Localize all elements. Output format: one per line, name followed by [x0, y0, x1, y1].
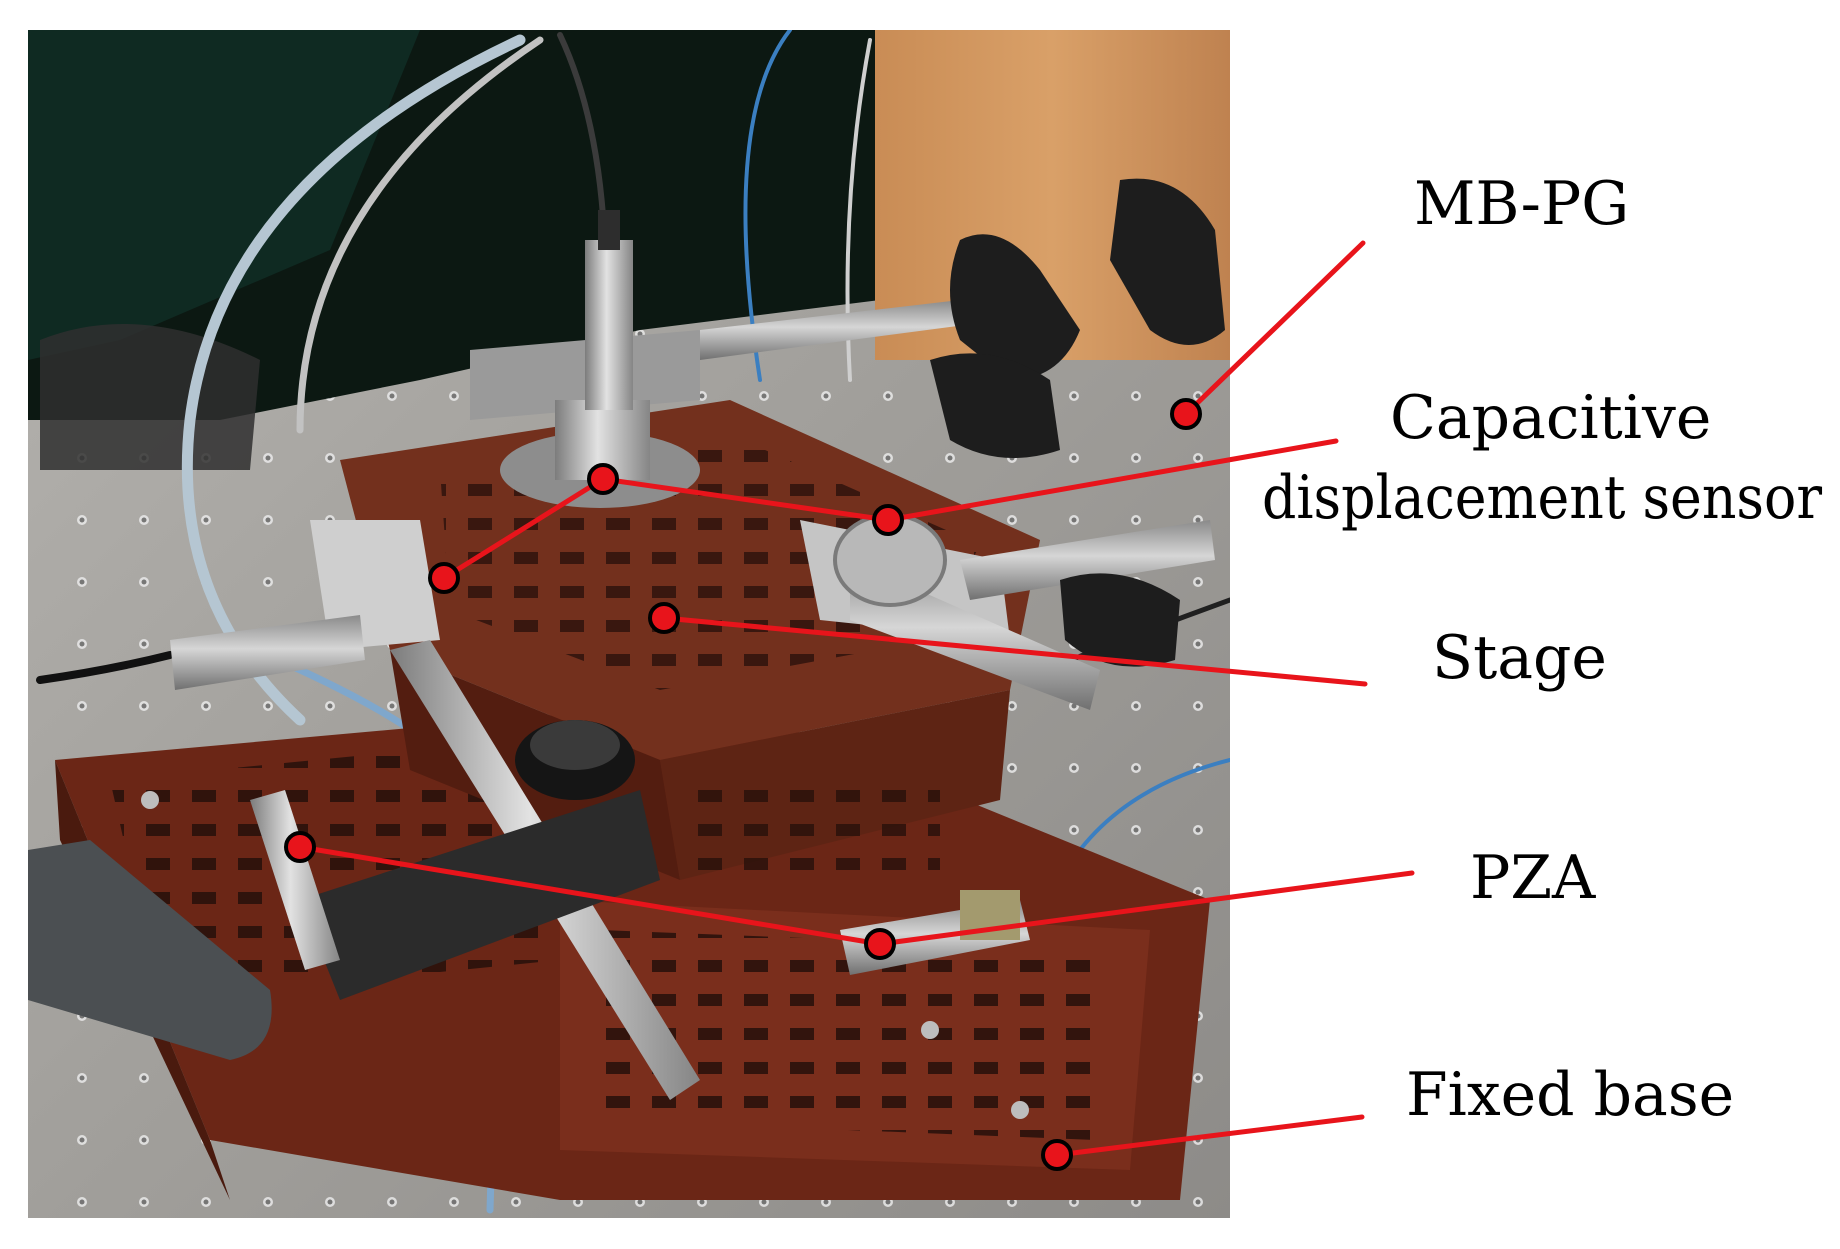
- leader-capacitive-b: [600, 476, 891, 523]
- label-fixed-base: Fixed base: [1406, 1060, 1734, 1130]
- leader-mbpg: [1183, 240, 1366, 417]
- marker-capacitive-top: [587, 463, 619, 495]
- dark-handle: [28, 840, 272, 1060]
- label-capacitive-line2: displacement sensor: [1262, 463, 1822, 533]
- marker-pza-right: [864, 928, 896, 960]
- leader-pza-a: [297, 844, 883, 947]
- marker-pza-left: [284, 831, 316, 863]
- marker-capacitive-side: [428, 562, 460, 594]
- labels: MB-PG Capacitive displacement sensor Sta…: [1262, 169, 1822, 1130]
- black-clamps: [515, 178, 1225, 800]
- label-mbpg: MB-PG: [1414, 169, 1629, 239]
- leader-fixed-base: [1054, 1114, 1365, 1158]
- marker-stage: [648, 602, 680, 634]
- marker-mbpg: [1170, 398, 1202, 430]
- label-stage: Stage: [1432, 623, 1607, 693]
- leader-lines: [297, 240, 1415, 1158]
- leader-stage: [661, 615, 1368, 687]
- leader-capacitive-c: [885, 438, 1339, 523]
- leader-pza-b: [877, 870, 1415, 947]
- marker-capacitive-right: [872, 504, 904, 536]
- markers: [284, 398, 1202, 1171]
- photo: [28, 30, 1230, 1218]
- marker-fixed-base: [1041, 1139, 1073, 1171]
- label-capacitive-line1: Capacitive: [1390, 383, 1711, 453]
- capacitive-sensor-assembly: [170, 210, 1215, 710]
- leader-capacitive-a: [441, 476, 606, 581]
- label-pza: PZA: [1470, 843, 1596, 913]
